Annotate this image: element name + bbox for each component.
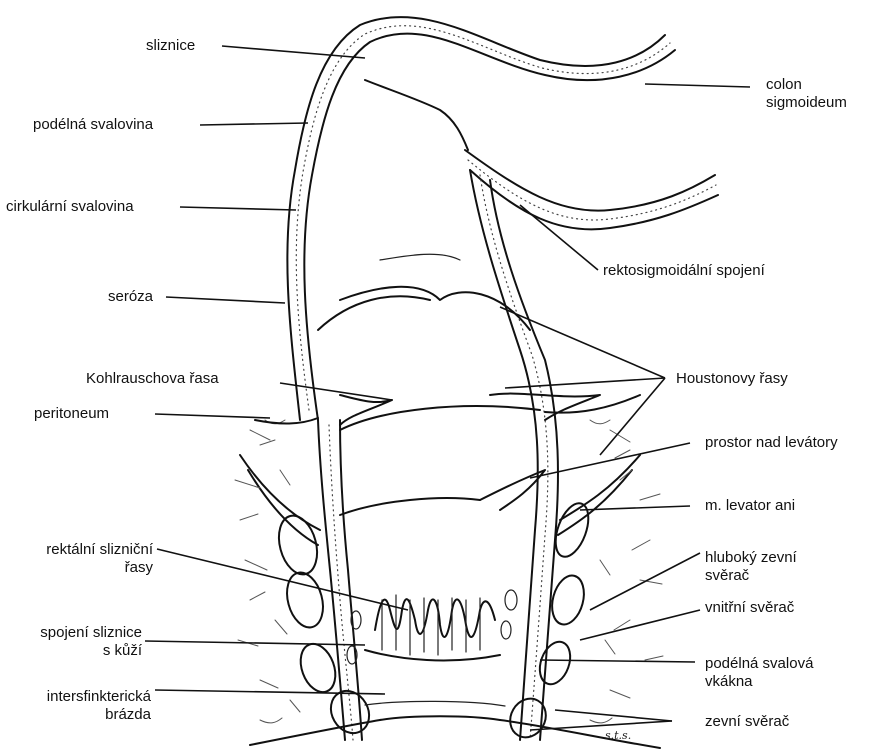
label-sliznice: sliznice <box>146 37 195 55</box>
label-colon-sigmoideum: colon sigmoideum <box>766 76 847 112</box>
colon-sigmoideum-drawing <box>287 17 718 420</box>
label-prostor-nad-levatory: prostor nad levátory <box>705 434 838 452</box>
label-podelna-svalovina: podélná svalovina <box>33 116 153 134</box>
label-hluboky-line2: svěrač <box>705 567 797 585</box>
label-spojeni-sliznice-s-kuzi: spojení sliznice s kůží <box>5 624 142 660</box>
label-intersfinkt-line1: intersfinkterická <box>5 688 151 706</box>
label-rektalni-slizniční-rasy: rektální slizniční řasy <box>5 541 153 577</box>
label-kohlrauschova-rasa: Kohlrauschova řasa <box>86 370 219 388</box>
label-rektalni-line1: rektální slizniční <box>5 541 153 559</box>
leader-lines <box>145 46 750 730</box>
label-rektosigmoidalni-spojeni: rektosigmoidální spojení <box>603 262 765 280</box>
label-peritoneum: peritoneum <box>34 405 109 423</box>
label-intersfinkt-line2: brázda <box>5 706 151 724</box>
label-colon-line1: colon <box>766 76 847 94</box>
label-m-levator-ani: m. levator ani <box>705 497 795 515</box>
artist-signature: s.t.s. <box>605 729 631 742</box>
levator-hatching <box>235 395 663 748</box>
label-podelna-vl-line1: podélná svalová <box>705 655 813 673</box>
label-hluboky-line1: hluboký zevní <box>705 549 797 567</box>
label-podelna-vl-line2: vkákna <box>705 673 813 691</box>
label-cirkularni-svalovina: cirkulární svalovina <box>6 198 134 216</box>
label-spojeni-line1: spojení sliznice <box>5 624 142 642</box>
label-hluboky-zevni-sverac: hluboký zevní svěrač <box>705 549 797 585</box>
label-zevni-sverac: zevní svěrač <box>705 713 789 731</box>
label-rektalni-line2: řasy <box>5 559 153 577</box>
label-seroza: seróza <box>108 288 153 306</box>
label-podelna-svalova-vlakna: podélná svalová vkákna <box>705 655 813 691</box>
label-intersfinktericka-brazda: intersfinkterická brázda <box>5 688 151 724</box>
label-houstonovy-rasy: Houstonovy řasy <box>676 370 788 388</box>
sphincter-drawing <box>273 499 595 744</box>
label-colon-line2: sigmoideum <box>766 94 847 112</box>
label-spojeni-line2: s kůží <box>5 642 142 660</box>
label-vnitrni-sverac: vnitřní svěrač <box>705 599 794 617</box>
